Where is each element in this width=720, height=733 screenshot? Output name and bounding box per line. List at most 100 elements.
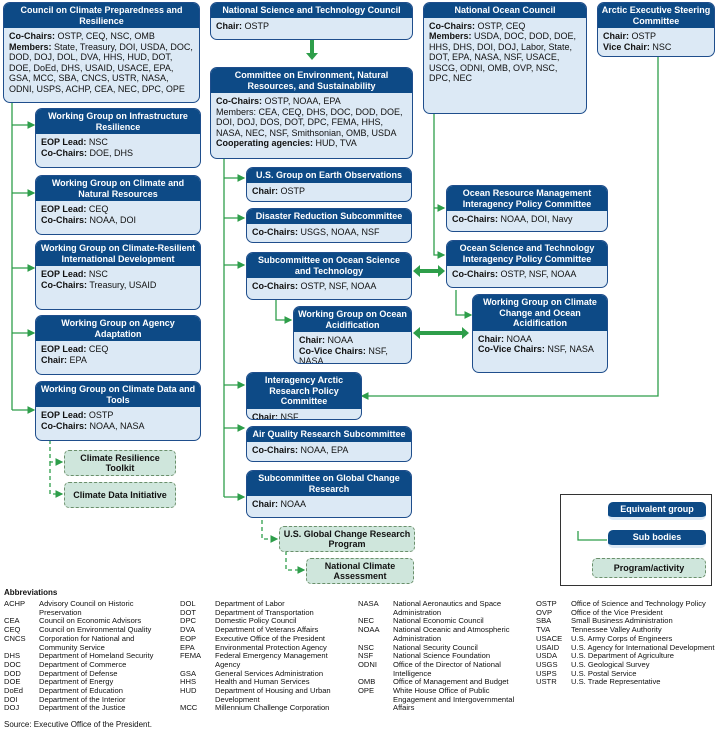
abbr-row: EPA Environmental Protection Agency [180,642,350,653]
wgir-cochairs-label: Co-Chairs: [41,147,88,158]
abbr-code: USDA [536,651,558,661]
legend-equivalent: Equivalent group [608,502,706,520]
abbr-meaning: National Security Council [393,642,478,652]
sost-title: Subcommittee on Ocean Science and Techno… [247,253,411,278]
noc-box: National Ocean Council Co-Chairs: OSTP, … [423,2,587,114]
abbr-meaning: Department of the Justice [39,703,126,713]
climate-data-initiative: Climate Data Initiative [64,482,176,508]
abbr-row: DOT Department of Transportation [180,607,350,618]
wgcdt-box: Working Group on Climate Data and Tools … [35,381,201,441]
wgccoa-title: Working Group on Climate Change and Ocea… [473,295,607,331]
abbr-meaning: Tennessee Valley Authority [571,625,662,635]
abbr-code: NOAA [358,625,380,635]
abbr-code: SBA [536,616,552,626]
iarpc-chair: NSF [280,411,299,420]
abbr-code: ACHP [4,599,26,608]
iarpc-chair-label: Chair: [252,411,279,420]
wgccoa-chair: NOAA [506,333,533,344]
abbr-code: USGS [536,659,558,669]
abbr-meaning: National Aeronautics and Space Administr… [393,599,502,617]
nstc-chair: OSTP [244,20,270,31]
drs-box: Disaster Reduction Subcommittee Co-Chair… [246,208,412,243]
abbr-code: OVP [536,607,553,617]
ostipc-cochairs-label: Co-Chairs: [452,269,499,279]
wgaa-lead: CEQ [88,344,109,354]
abbr-code: DHS [4,651,21,661]
abbr-row: SBA Small Business Administration [536,617,716,626]
wgoa-covice-label: Co-Vice Chairs: [299,345,366,356]
abbr-meaning: Department of Labor [215,599,285,608]
abbr-row: OSTP Office of Science and Technology Pol… [536,599,716,609]
usgeo-chair-label: Chair: [252,185,279,196]
wgoa-covice: NSF, NASA [299,345,388,364]
abbr-row: NASA National Aeronautics and Space Admin… [358,599,528,617]
abbr-code: DOL [180,599,196,608]
cenrs-cochairs-label: Co-Chairs: [216,96,263,106]
wgcrid-title: Working Group on Climate-Resilient Inter… [36,241,200,266]
usgeo-box: U.S. Group on Earth Observations Chair: … [246,167,412,202]
abbr-code: NSF [358,651,374,661]
ccpr-members: State, Treasury, DOI, USDA, DOC, DOD, DO… [9,41,193,94]
wgir-lead-label: EOP Lead: [41,137,87,147]
abbr-code: DoEd [4,686,23,696]
ormipc-cochairs: NOAA, DOI, Navy [500,214,573,224]
abbr-code: CEQ [4,625,21,635]
wgoa-title: Working Group on Ocean Acidification [294,307,411,332]
abbr-code: NASA [358,599,379,608]
ormipc-box: Ocean Resource Management Interagency Po… [446,185,608,232]
wgcnr-cochairs: NOAA, DOI [89,214,137,225]
wgcrid-cochairs-label: Co-Chairs: [41,279,88,290]
wgcnr-title: Working Group on Climate and Natural Res… [36,176,200,201]
abbr-code: DOI [4,694,18,704]
abbr-code: OSTP [536,599,557,608]
abbr-meaning: Office of Science and Technology Policy [571,599,706,608]
wgcdt-cochairs-label: Co-Chairs: [41,420,88,431]
wgcrid-lead-label: EOP Lead: [41,269,87,279]
abbr-code: EPA [180,642,195,652]
sost-cochairs: OSTP, NSF, NOAA [300,281,377,291]
wgaa-title: Working Group on Agency Adaptation [36,316,200,341]
abbr-code: DOT [180,607,197,617]
usgeo-chair: OSTP [280,185,306,196]
cenrs-coop-label: Cooperating agencies: [216,138,314,148]
abbr-meaning: U.S. Department of Agriculture [571,651,674,661]
drs-title: Disaster Reduction Subcommittee [247,209,411,224]
wgoa-chair-label: Chair: [299,335,326,345]
ostipc-title: Ocean Science and Technology Interagency… [447,241,607,266]
iarpc-title: Interagency Arctic Research Policy Commi… [247,373,361,409]
iarpc-box: Interagency Arctic Research Policy Commi… [246,372,362,420]
abbr-code: USPS [536,668,557,678]
abbr-code: HHS [180,677,197,687]
cenrs-cochairs: OSTP, NOAA, EPA [264,96,341,106]
abbr-meaning: White House Office of Public Engagement … [393,686,515,713]
abbr-row: HHS Health and Human Services [180,678,350,687]
aesc-vicechair-label: Vice Chair: [603,41,650,52]
aesc-box: Arctic Executive Steering Committee Chai… [597,2,715,57]
usgcrp-program: U.S. Global Change Research Program [279,526,415,552]
abbr-code: OMB [358,677,376,687]
nstc-chair-label: Chair: [216,20,243,31]
abbr-meaning: Advisory Council on Historic Preservatio… [39,599,134,617]
cenrs-members: CEA, CEQ, DHS, DOC, DOD, DOE, DOI, DOJ, … [216,106,403,138]
abbr-code: DOC [4,659,21,669]
abbr-meaning: Health and Human Services [215,677,310,687]
abbr-meaning: Millennium Challenge Corporation [215,703,330,713]
wgccoa-covice: NSF, NASA [547,344,594,354]
abbr-meaning: Small Business Administration [571,616,673,626]
abbr-meaning: Environmental Protection Agency [215,642,327,652]
sgcr-chair: NOAA [280,499,307,509]
abbr-meaning: Office of the Director of National Intel… [393,659,501,678]
abbr-meaning: Department of Transportation [215,607,314,617]
